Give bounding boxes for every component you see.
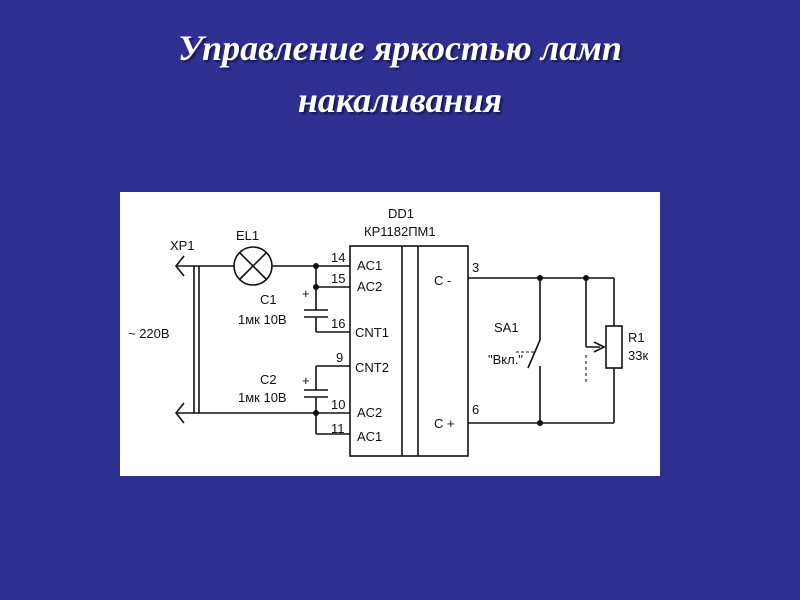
connector-ref: XP1 <box>170 238 195 253</box>
pin-num-3: 3 <box>472 260 479 275</box>
schematic-panel: DD1 КР1182ПМ1 AC1 AC2 CNT1 CNT2 AC2 AC1 … <box>120 192 660 476</box>
pin-name-3: C - <box>434 273 451 288</box>
pin-num-15: 15 <box>331 271 345 286</box>
pin-num-6: 6 <box>472 402 479 417</box>
chip-ref: DD1 <box>388 206 414 221</box>
pin-name-15: AC2 <box>357 279 382 294</box>
pin-num-10: 10 <box>331 397 345 412</box>
pin-name-14: AC1 <box>357 258 382 273</box>
circuit-schematic: DD1 КР1182ПМ1 AC1 AC2 CNT1 CNT2 AC2 AC1 … <box>128 206 648 457</box>
pin-num-11: 11 <box>331 421 345 436</box>
slide-title-line-1: Управление яркостью ламп <box>178 28 622 68</box>
pin-name-9: CNT2 <box>355 360 389 375</box>
pin-name-6: C + <box>434 416 455 431</box>
pin-num-14: 14 <box>331 250 345 265</box>
pin-name-11: AC1 <box>357 429 382 444</box>
c1-plus: + <box>302 286 310 301</box>
chip-body <box>349 245 469 457</box>
pin-num-16: 16 <box>331 316 345 331</box>
c1-value: 1мк 10В <box>238 312 287 327</box>
resistor-value: 33к <box>628 348 648 363</box>
c2-value: 1мк 10В <box>238 390 287 405</box>
c2-plus: + <box>302 373 310 388</box>
pin-name-10: AC2 <box>357 405 382 420</box>
c1-ref: C1 <box>260 292 277 307</box>
pin-num-9: 9 <box>336 350 343 365</box>
slide-title: Управление яркостью ламп накаливания <box>0 22 800 126</box>
slide-title-line-2: накаливания <box>297 80 503 120</box>
c2-ref: C2 <box>260 372 277 387</box>
switch-ref: SA1 <box>494 320 519 335</box>
resistor-ref: R1 <box>628 330 645 345</box>
pin-name-16: CNT1 <box>355 325 389 340</box>
switch-sa1-icon <box>527 339 541 369</box>
chip-part: КР1182ПМ1 <box>364 224 436 239</box>
wiper-arrow-icon <box>586 341 606 353</box>
voltage-label: ~ 220В <box>128 326 170 341</box>
switch-label: "Вкл." <box>488 352 523 367</box>
resistor-r1-icon <box>605 325 623 369</box>
lamp-ref: EL1 <box>236 228 259 243</box>
